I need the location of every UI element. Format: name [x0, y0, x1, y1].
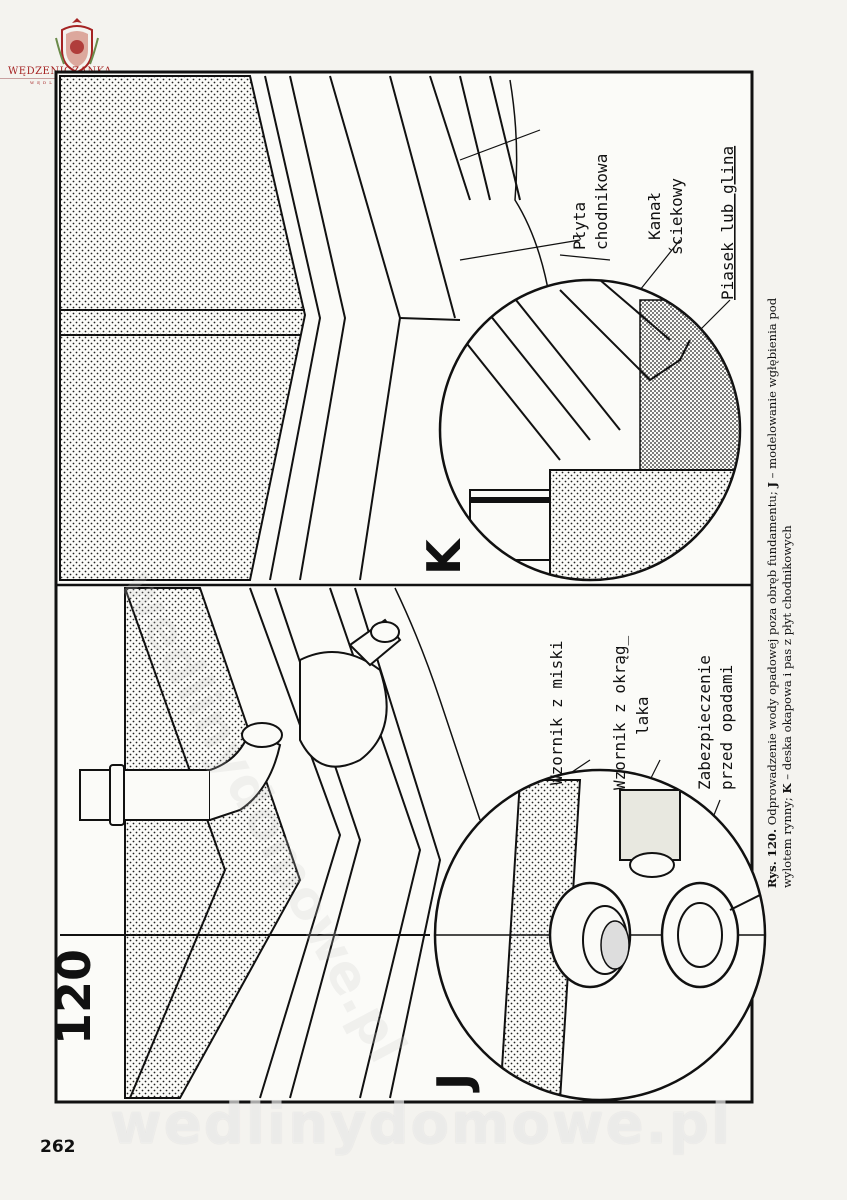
label-laka: laka: [633, 696, 652, 735]
panel-letter-j: J: [427, 1073, 481, 1093]
label-zabezpieczenie: Zabezpieczenie: [695, 655, 714, 790]
panel-j-scene: [60, 587, 721, 1099]
caption-bold-j: J: [765, 482, 779, 488]
page-number: 262: [40, 1137, 76, 1157]
figure-number: 120: [47, 949, 101, 1045]
panel-letter-k: K: [417, 537, 471, 575]
caption-text-3: – deska okapowa i pas z płyt chodnikowyc…: [780, 525, 794, 784]
label-piasek: Piasek lub glina: [718, 146, 737, 300]
watermark-bottom: wedlinydomowe.pl: [110, 1092, 733, 1157]
label-plyta: Płyta: [570, 202, 589, 250]
caption-bold-k: K: [780, 783, 794, 794]
crest-logo-icon: [55, 18, 99, 74]
label-chodnikowa: chodnikowa: [592, 154, 611, 250]
caption-prefix: Rys. 120.: [765, 828, 779, 888]
label-kanal: Kanał: [645, 192, 664, 240]
label-wzornik-miski: Wzornik z miski: [547, 641, 566, 786]
panel-k-scene: [59, 75, 731, 581]
caption-text-1: Odprowadzenie wody opadowej poza obręb f…: [765, 487, 779, 829]
label-przed-opadami: przed opadami: [717, 665, 736, 790]
label-wzornik-okraglaka: Wzornik z okrąg_: [610, 636, 629, 790]
figure-caption: Rys. 120. Odprowadzenie wody opadowej po…: [765, 268, 795, 888]
label-sciekowy: ściekowy: [667, 178, 686, 255]
detail-j-content: [435, 779, 765, 1100]
